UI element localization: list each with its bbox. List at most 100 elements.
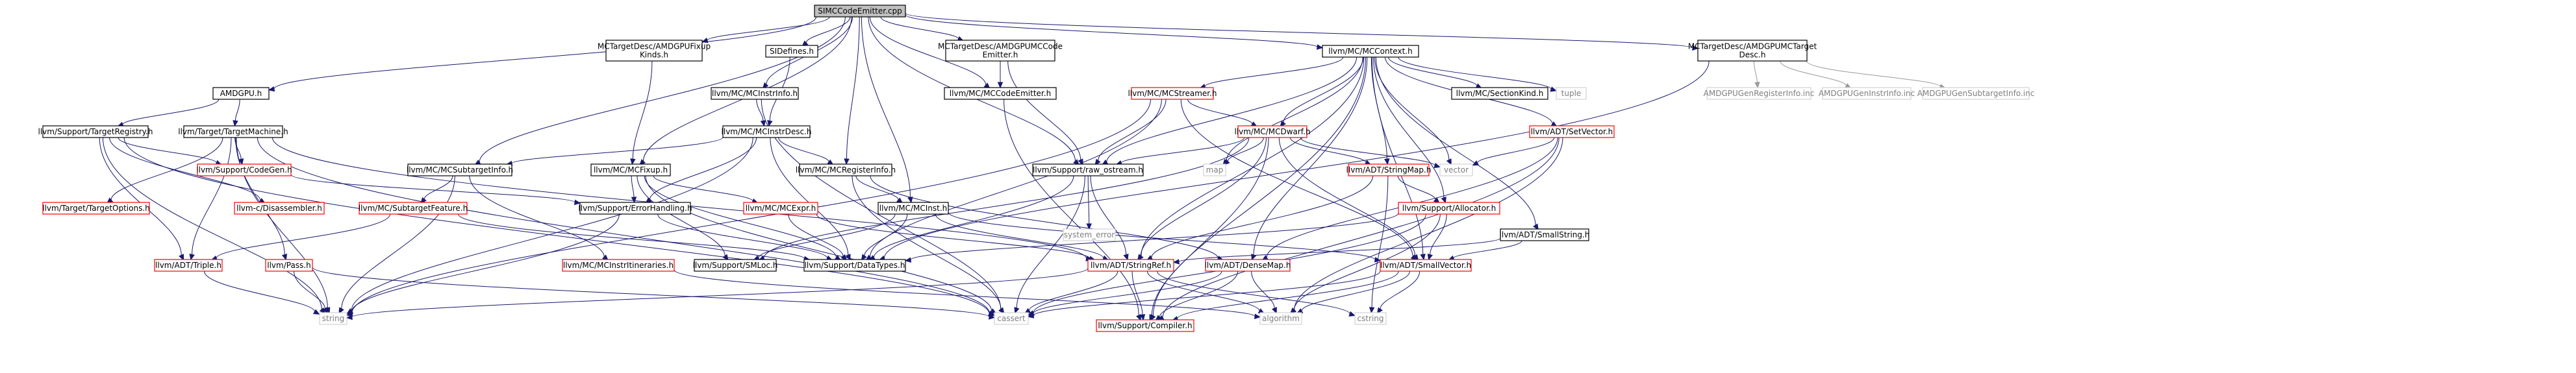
node-label: MCTargetDesc/AMDGPUMCTarget bbox=[1688, 42, 1817, 51]
edge-mcinstritin-to-algorithm bbox=[674, 269, 1261, 320]
node-label: llvm/MC/MCInst.h bbox=[879, 204, 948, 213]
edge-targetdesc-to-reginfoinc bbox=[1753, 60, 1760, 89]
edge-stringref-to-cstring bbox=[1157, 271, 1356, 317]
edge-mcfixup-to-mcexpr bbox=[653, 175, 759, 204]
node-box bbox=[590, 163, 671, 176]
edge-targetregistry-to-codegen bbox=[118, 137, 222, 165]
node-label: tuple bbox=[1561, 89, 1582, 98]
node-targetoptions[interactable]: llvm/Target/TargetOptions.h bbox=[42, 202, 150, 215]
edge-mccontext-to-vector bbox=[1374, 56, 1452, 165]
edge-mcregisterinfo-to-densemap bbox=[870, 175, 1224, 261]
node-label: map bbox=[1206, 165, 1224, 174]
node-smloc[interactable]: llvm/Support/SMLoc.h bbox=[693, 259, 778, 272]
node-mcdwarf[interactable]: llvm/MC/MCDwarf.h bbox=[1234, 125, 1311, 138]
node-label: llvm/Support/DataTypes.h bbox=[805, 261, 905, 270]
node-errorhandling[interactable]: llvm/Support/ErrorHandling.h bbox=[578, 202, 692, 215]
node-instrinfoinc[interactable]: AMDGPUGenInstrInfo.inc bbox=[1819, 87, 1915, 100]
edge-mccontext-to-allocator bbox=[1373, 56, 1446, 204]
edge-mcfixup-to-cassert bbox=[645, 175, 997, 314]
node-label: llvm/Pass.h bbox=[267, 261, 310, 270]
edge-subtargetfeature-to-triple bbox=[210, 213, 391, 261]
node-reginfoinc[interactable]: AMDGPUGenRegisterInfo.inc bbox=[1704, 87, 1815, 100]
edge-root-to-amdgpu bbox=[268, 16, 816, 92]
node-triple[interactable]: llvm/ADT/Triple.h bbox=[154, 259, 223, 272]
node-compiler[interactable]: llvm/Support/Compiler.h bbox=[1096, 319, 1194, 332]
node-mccodeemitter[interactable]: llvm/MC/MCCodeEmitter.h bbox=[944, 87, 1057, 100]
edge-targetregistry-to-triple bbox=[99, 137, 184, 261]
node-mcsectionkind[interactable]: llvm/MC/SectionKind.h bbox=[1451, 87, 1548, 100]
node-root[interactable]: SIMCCodeEmitter.cpp bbox=[814, 5, 906, 18]
node-algorithm[interactable]: algorithm bbox=[1259, 312, 1302, 325]
node-box bbox=[765, 45, 818, 58]
node-label: AMDGPUGenSubtargetInfo.inc bbox=[1917, 89, 2035, 98]
node-box bbox=[722, 125, 811, 138]
edge-mcsubtargetinfo-to-mcinstritin bbox=[469, 175, 609, 261]
node-mcstreamer[interactable]: llvm/MC/MCStreamer.h bbox=[1128, 87, 1217, 100]
node-systemerror[interactable]: system_error bbox=[1063, 228, 1116, 241]
node-box bbox=[1922, 87, 2030, 100]
node-amdgpu[interactable]: AMDGPU.h bbox=[212, 87, 270, 100]
edge-mcinstrdesc-to-mcregisterinfo bbox=[778, 137, 834, 165]
node-box bbox=[803, 259, 906, 272]
node-label: llvm-c/Disassembler.h bbox=[236, 204, 322, 213]
node-sidefines[interactable]: SIDefines.h bbox=[765, 45, 818, 58]
node-cstring[interactable]: cstring bbox=[1354, 312, 1387, 325]
node-label: MCTargetDesc/AMDGPUFixup bbox=[598, 42, 711, 51]
node-codegen[interactable]: llvm/Support/CodeGen.h bbox=[196, 163, 292, 176]
node-box bbox=[154, 259, 223, 272]
node-mcfixup[interactable]: llvm/MC/MCFixup.h bbox=[590, 163, 671, 176]
node-targetmachine[interactable]: llvm/Target/TargetMachine.h bbox=[178, 125, 288, 138]
node-label: llvm/MC/MCInstrDesc.h bbox=[722, 127, 812, 136]
node-vector[interactable]: vector bbox=[1439, 163, 1473, 176]
node-box bbox=[1697, 40, 1808, 62]
node-label: llvm/ADT/SmallVector.h bbox=[1380, 261, 1471, 270]
node-box bbox=[319, 312, 347, 325]
node-stringref[interactable]: llvm/ADT/StringRef.h bbox=[1087, 259, 1174, 272]
node-string[interactable]: string bbox=[319, 312, 347, 325]
node-disassembler[interactable]: llvm-c/Disassembler.h bbox=[234, 202, 325, 215]
node-smallstring[interactable]: llvm/ADT/SmallString.h bbox=[1500, 228, 1590, 241]
edge-rawostream-to-systemerror bbox=[1086, 175, 1092, 230]
node-box bbox=[1131, 87, 1214, 100]
node-mcexpr[interactable]: llvm/MC/MCExpr.h bbox=[743, 202, 818, 215]
node-label: llvm/MC/MCInstrInfo.h bbox=[712, 89, 798, 98]
node-mcsubtargetinfo[interactable]: llvm/MC/MCSubtargetInfo.h bbox=[407, 163, 513, 176]
edge-allocator-to-smallvector bbox=[1427, 213, 1447, 261]
node-densemap[interactable]: llvm/ADT/DenseMap.h bbox=[1205, 259, 1291, 272]
node-tuple[interactable]: tuple bbox=[1556, 87, 1587, 100]
edge-targetdesc-to-subtargetinc bbox=[1806, 60, 1947, 90]
edge-subtargetfeature-to-datatypes bbox=[458, 213, 811, 262]
node-targetregistry[interactable]: llvm/Support/TargetRegistry.h bbox=[38, 125, 153, 138]
node-cassert[interactable]: cassert bbox=[994, 312, 1029, 325]
node-mcregisterinfo[interactable]: llvm/MC/MCRegisterInfo.h bbox=[796, 163, 896, 176]
node-datatypes[interactable]: llvm/Support/DataTypes.h bbox=[803, 259, 906, 272]
node-pass[interactable]: llvm/Pass.h bbox=[265, 259, 313, 272]
node-allocator[interactable]: llvm/Support/Allocator.h bbox=[1398, 202, 1500, 215]
node-box bbox=[1380, 259, 1472, 272]
edge-targetmachine-to-codegen bbox=[234, 137, 244, 165]
edge-root-to-amdgpuce bbox=[880, 16, 965, 42]
node-subtargetfeature[interactable]: llvm/MC/SubtargetFeature.h bbox=[359, 202, 468, 215]
edge-mccodeemitter-to-compiler bbox=[1004, 99, 1141, 321]
edge-mccontext-to-map bbox=[1222, 56, 1363, 166]
node-box bbox=[1556, 87, 1587, 100]
node-mccontext[interactable]: llvm/MC/MCContext.h bbox=[1322, 45, 1419, 58]
node-label: SIMCCodeEmitter.cpp bbox=[818, 6, 902, 16]
node-mcinstrinfo[interactable]: llvm/MC/MCInstrInfo.h bbox=[711, 87, 799, 100]
node-smallvector[interactable]: llvm/ADT/SmallVector.h bbox=[1380, 259, 1472, 272]
node-subtargetinc[interactable]: AMDGPUGenSubtargetInfo.inc bbox=[1917, 87, 2035, 100]
node-mcinstrdesc[interactable]: llvm/MC/MCInstrDesc.h bbox=[722, 125, 812, 138]
edge-amdgpuce-to-mccodeemitter bbox=[997, 61, 1004, 89]
edge-mcdwarf-to-smallvector bbox=[1278, 137, 1419, 261]
node-rawostream[interactable]: llvm/Support/raw_ostream.h bbox=[1032, 163, 1144, 176]
node-map[interactable]: map bbox=[1203, 163, 1226, 176]
node-stringmap[interactable]: llvm/ADT/StringMap.h bbox=[1346, 163, 1432, 176]
node-mcinstritin[interactable]: llvm/MC/MCInstrItineraries.h bbox=[562, 259, 675, 272]
node-label: llvm/Support/CodeGen.h bbox=[196, 165, 292, 174]
node-mcinst[interactable]: llvm/MC/MCInst.h bbox=[878, 202, 949, 215]
node-setvector[interactable]: llvm/ADT/SetVector.h bbox=[1529, 125, 1615, 138]
